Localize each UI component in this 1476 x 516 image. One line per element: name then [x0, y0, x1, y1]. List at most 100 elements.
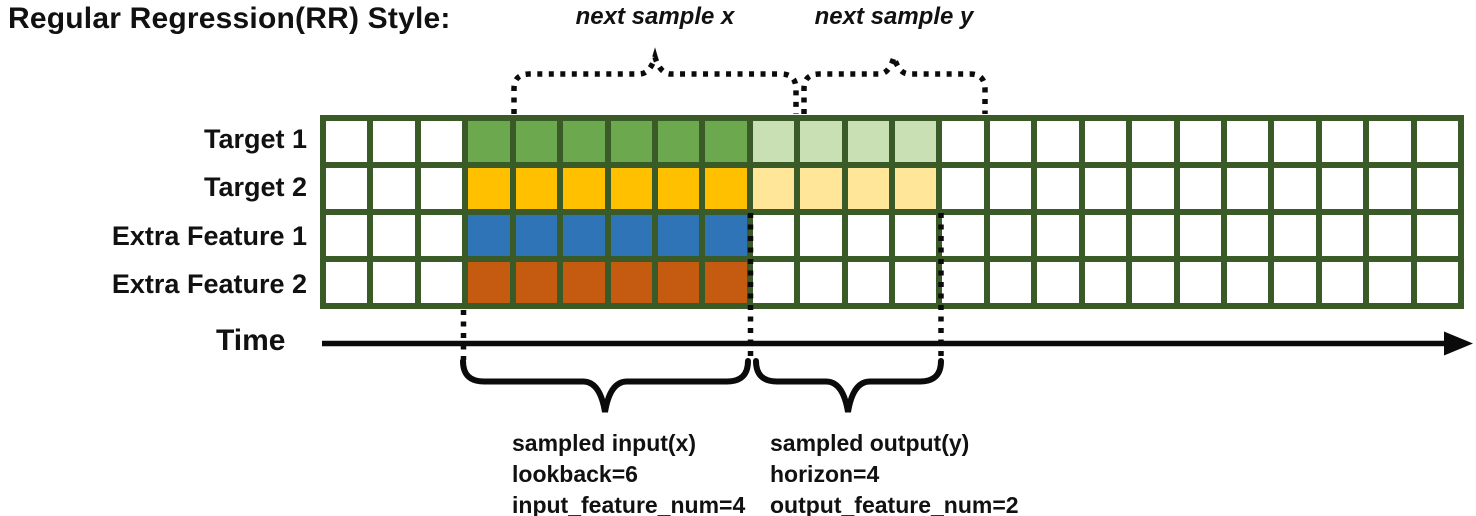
next-sample-y-label: next sample y [814, 3, 974, 30]
grid-cell [1416, 215, 1458, 256]
input-feature-num-value: input_feature_num=4 [512, 492, 746, 516]
grid-cell [942, 215, 984, 256]
grid-cell [800, 168, 842, 209]
output-feature-num-value: output_feature_num=2 [770, 492, 1019, 516]
grid-cell [563, 262, 605, 303]
grid-cell [1274, 121, 1316, 162]
grid-cell [1274, 262, 1316, 303]
sampled-input-annotation: sampled input(x) lookback=6 input_featur… [512, 428, 745, 516]
grid-cell [752, 121, 795, 162]
grid-cell [942, 168, 984, 209]
grid-cell [705, 215, 747, 256]
grid-cell [705, 121, 747, 162]
time-axis-label: Time [216, 324, 286, 357]
grid-cell [1179, 215, 1221, 256]
grid-cell [563, 215, 605, 256]
grid-cell [1416, 168, 1458, 209]
grid-cell [1132, 168, 1174, 209]
grid-cell [1321, 262, 1364, 303]
grid-cell [563, 168, 605, 209]
grid-cell [610, 121, 652, 162]
grid-cell [1321, 168, 1364, 209]
time-axis-arrowhead [1444, 331, 1473, 356]
grid-cell [515, 262, 558, 303]
grid-cell [800, 215, 842, 256]
grid-cell [989, 262, 1032, 303]
grid-cell [657, 262, 700, 303]
grid-cell [563, 121, 605, 162]
grid-cell [1084, 121, 1127, 162]
grid-cell [705, 262, 747, 303]
grid-cell [373, 215, 415, 256]
grid-cell [1416, 121, 1458, 162]
grid-cell [373, 121, 415, 162]
grid-cell [515, 215, 558, 256]
grid-cell [657, 168, 700, 209]
sampled-output-brace [753, 358, 944, 413]
next-sample-x-label: next sample x [575, 3, 735, 30]
grid-cell [420, 262, 463, 303]
grid-cell [610, 262, 652, 303]
grid-cell [942, 121, 984, 162]
horizon-value: horizon=4 [770, 461, 880, 487]
grid-cell [1037, 168, 1079, 209]
grid-cell [1226, 168, 1269, 209]
grid-cell [752, 262, 795, 303]
grid-cell [752, 168, 795, 209]
grid-cell [1226, 262, 1269, 303]
grid-cell [1369, 121, 1411, 162]
grid-cell [1179, 168, 1221, 209]
grid-cell [1179, 262, 1221, 303]
grid-cell [610, 168, 652, 209]
grid-cell [895, 215, 937, 256]
next-sample-y-brace [801, 47, 988, 114]
grid [320, 115, 1464, 309]
grid-cell [1369, 262, 1411, 303]
grid-cell [1132, 215, 1174, 256]
row-label-target-2: Target 2 [203, 172, 307, 203]
lookback-value: lookback=6 [512, 461, 638, 487]
row-label-target-1: Target 1 [203, 123, 307, 154]
grid-cell [468, 121, 510, 162]
sampled-output-annotation: sampled output(y) horizon=4 output_featu… [770, 428, 1019, 516]
grid-cell [1132, 121, 1174, 162]
grid-cell [373, 262, 415, 303]
grid-cell [1321, 215, 1364, 256]
grid-cell [847, 262, 889, 303]
grid-cell [1179, 121, 1221, 162]
grid-cell [705, 168, 747, 209]
grid-cell [420, 168, 463, 209]
grid-cell [468, 262, 510, 303]
grid-cell [326, 121, 368, 162]
diagram-title: Regular Regression(RR) Style: [8, 2, 451, 35]
row-label-extra-feature-1: Extra Feature 1 [111, 220, 307, 251]
grid-cell [1226, 215, 1269, 256]
grid-cell [1369, 215, 1411, 256]
grid-cell [847, 215, 889, 256]
grid-cell [468, 168, 510, 209]
grid-cell [1369, 168, 1411, 209]
grid-cell [326, 168, 368, 209]
sampled-input-brace [460, 358, 751, 413]
grid-cell [1084, 262, 1127, 303]
row-label-extra-feature-2: Extra Feature 2 [111, 269, 307, 300]
grid-cell [373, 168, 415, 209]
grid-cell [420, 121, 463, 162]
grid-cell [989, 215, 1032, 256]
grid-cell [847, 168, 889, 209]
next-sample-x-brace [511, 47, 799, 114]
grid-cell [895, 262, 937, 303]
grid-cell [1416, 262, 1458, 303]
grid-cell [1321, 121, 1364, 162]
grid-cell [420, 215, 463, 256]
grid-cell [800, 121, 842, 162]
grid-cell [515, 121, 558, 162]
grid-cell [1037, 215, 1079, 256]
sampled-input-title: sampled input(x) [512, 430, 697, 456]
grid-cell [657, 215, 700, 256]
grid-cell [1274, 215, 1316, 256]
grid-cell [610, 215, 652, 256]
grid-cell [1084, 168, 1127, 209]
grid-cell [752, 215, 795, 256]
